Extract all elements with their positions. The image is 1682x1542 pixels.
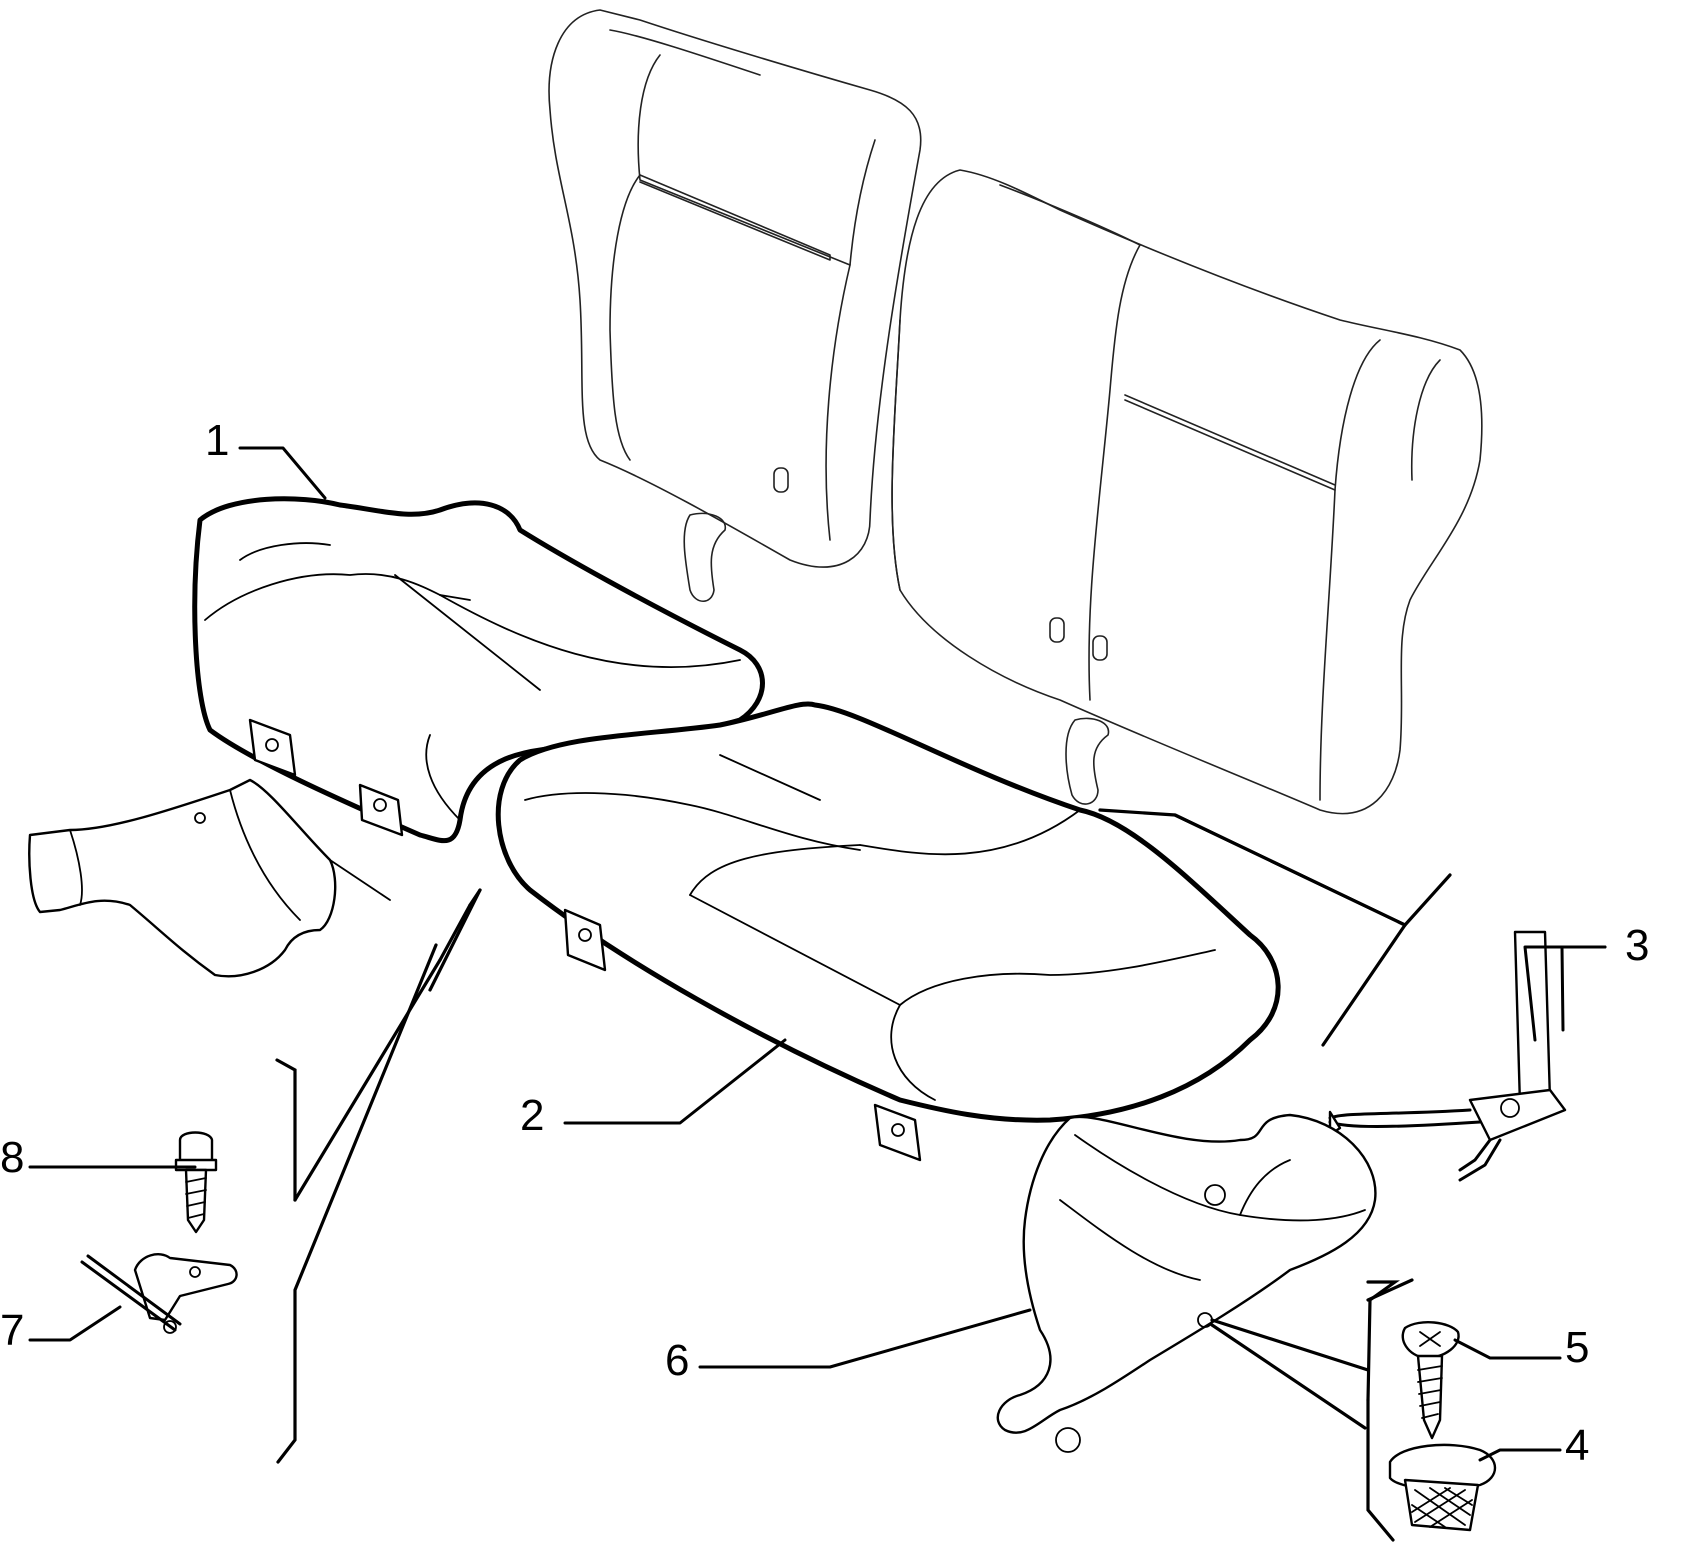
callout-7: 7 — [0, 1306, 24, 1355]
hinge-bracket-pin — [80, 1253, 238, 1334]
right-side-trim-cover — [996, 1113, 1377, 1453]
right-seat-cushion — [495, 701, 1281, 1162]
screw — [1401, 1321, 1460, 1440]
callout-5: 5 — [1565, 1323, 1589, 1372]
callout-2: 2 — [520, 1091, 544, 1140]
callout-3: 3 — [1625, 921, 1649, 970]
callout-6: 6 — [665, 1336, 689, 1385]
seat-backrest-ghost — [548, 9, 1483, 815]
callout-1: 1 — [205, 416, 229, 465]
bolt — [174, 1131, 218, 1234]
callout-8: 8 — [0, 1133, 24, 1182]
latch-bracket-rod — [1328, 930, 1567, 1182]
reference-lines — [275, 808, 1452, 1542]
callout-4: 4 — [1565, 1421, 1589, 1470]
callout-leaders — [28, 446, 1607, 1462]
plug-cap — [1388, 1443, 1497, 1532]
left-side-trim — [28, 778, 391, 978]
